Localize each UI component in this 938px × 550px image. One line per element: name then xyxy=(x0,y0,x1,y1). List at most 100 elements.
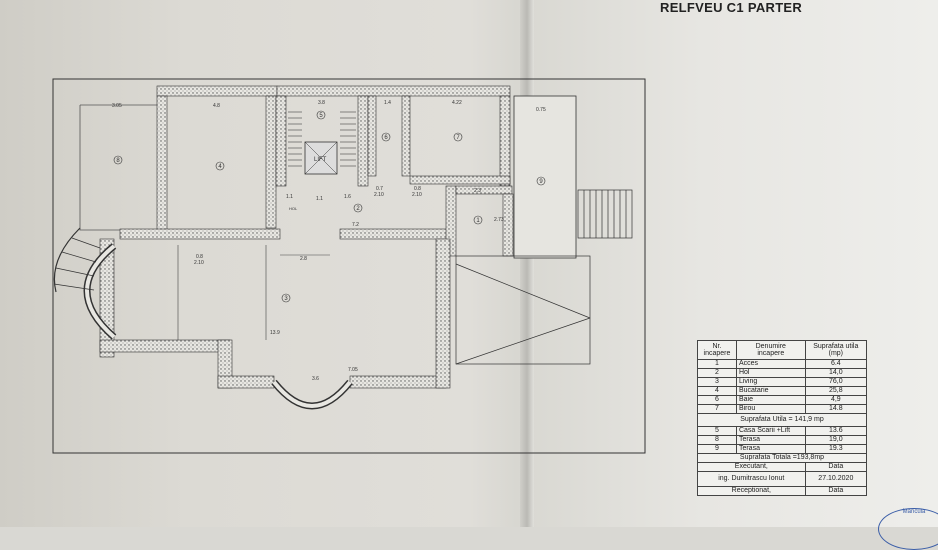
receptionat-label: Receptionat, xyxy=(697,486,806,496)
row-area: 4,9 xyxy=(804,395,868,405)
room-6-circle xyxy=(381,132,391,142)
room-2-circle xyxy=(353,203,363,213)
row-name: Bucatarie xyxy=(735,386,806,396)
dimension-labels: 3.05 4.8 3.8 1.4 4.22 0.75 1.1 1.1 1.6 0… xyxy=(112,100,546,382)
wall-hall-right xyxy=(339,228,456,240)
room-5-circle xyxy=(316,110,326,120)
wall-kitchen-left xyxy=(156,95,168,232)
wall-acces-top xyxy=(455,185,513,195)
wall-hall-left xyxy=(119,228,281,240)
wall-living-right xyxy=(435,238,451,389)
wall-bay-bottom-right xyxy=(349,375,447,389)
interior-staircase xyxy=(288,111,356,167)
row-area: 14.8 xyxy=(804,404,868,414)
header-denumire: Denumire incapere xyxy=(735,340,806,360)
subtotal-row: Suprafata Utila = 141,9 mp xyxy=(697,413,867,427)
lower-terrace xyxy=(455,255,591,365)
dim-label: 3.6 xyxy=(312,376,319,382)
date-value: 27.10.2020 xyxy=(804,471,868,487)
row-nr: 5 xyxy=(697,426,737,436)
area-table: Nr. incapere Denumire incapere Suprafata… xyxy=(697,340,868,496)
wall-top-left xyxy=(156,85,278,97)
row-name: Living xyxy=(735,377,806,387)
terrace-9 xyxy=(513,95,577,259)
wall-office-bottom xyxy=(409,175,511,185)
row-name: Acces xyxy=(735,359,806,369)
subtotal-text: Suprafata Utila = 141,9 mp xyxy=(697,413,867,427)
terrace-8-outline xyxy=(79,105,155,231)
room-markers: 8 4 5 6 7 9 2 1 3 xyxy=(113,110,546,303)
lift-label: LIFT xyxy=(314,157,327,163)
row-nr: 9 xyxy=(697,444,737,454)
room-6-number: 6 xyxy=(384,135,388,141)
room-8-circle xyxy=(113,155,123,165)
dim-label: 2.8 xyxy=(300,256,307,262)
wall-bath-left xyxy=(367,95,377,177)
plan-frame xyxy=(52,78,646,454)
row-name: Hol xyxy=(735,368,806,378)
dim-label: 2.10 xyxy=(374,192,384,198)
left-bay-glass xyxy=(85,244,116,339)
room-9-number: 9 xyxy=(539,179,543,185)
room-8-number: 8 xyxy=(116,158,120,164)
official-stamp: Mancula xyxy=(878,508,938,550)
floor-plan: 3.05 4.8 3.8 1.4 4.22 0.75 1.1 1.1 1.6 0… xyxy=(52,78,646,454)
dim-label: 1.4 xyxy=(384,100,391,106)
receptionat-row: Receptionat,Data xyxy=(697,486,868,496)
row-area: 76,0 xyxy=(804,377,868,387)
row-name: Terasa xyxy=(735,444,806,454)
dim-label: 3.8 xyxy=(318,100,325,106)
dim-label: 2.10 xyxy=(412,192,422,198)
room-1-circle xyxy=(473,215,483,225)
room-7-circle xyxy=(453,132,463,142)
header-nr: Nr. incapere xyxy=(697,340,737,360)
wall-bay-bottom-left xyxy=(217,375,275,389)
stamp-text: Mancula xyxy=(902,509,926,515)
table-header-row: Nr. incapere Denumire incapere Suprafata… xyxy=(697,340,868,360)
page-title: RELFVEU C1 PARTER xyxy=(660,0,803,15)
wall-living-bottom-left xyxy=(99,339,231,353)
wall-stair-right xyxy=(357,95,369,187)
engineer-name: ing. Dumitrascu Ionut xyxy=(697,471,806,487)
room-3-number: 3 xyxy=(284,296,288,302)
dim-label: 0.8 xyxy=(414,186,421,192)
room-7-number: 7 xyxy=(456,135,460,141)
row-area: 25,8 xyxy=(804,386,868,396)
lift-cross-b xyxy=(304,141,338,175)
row-nr: 4 xyxy=(697,386,737,396)
dim-label: 2.3 xyxy=(474,188,481,194)
row-area: 14,0 xyxy=(804,368,868,378)
row-nr: 8 xyxy=(697,435,737,445)
dim-label: 3.05 xyxy=(112,103,122,109)
dim-label: 0.7 xyxy=(376,186,383,192)
row-nr: 7 xyxy=(697,404,737,414)
room-3-circle xyxy=(281,293,291,303)
row-nr: 1 xyxy=(697,359,737,369)
row-nr: 3 xyxy=(697,377,737,387)
walls xyxy=(99,85,514,389)
data-label-2: Data xyxy=(804,486,868,496)
wall-kitchen-right xyxy=(265,95,277,229)
room-4-number: 4 xyxy=(218,164,222,170)
room-4-circle xyxy=(215,161,225,171)
wall-office-right xyxy=(499,95,511,187)
dim-label: 4.22 xyxy=(452,100,462,106)
row-name: Terasa xyxy=(735,435,806,445)
left-exterior-stairs xyxy=(53,227,101,293)
dim-label: 13.9 xyxy=(270,330,280,336)
row-nr: 6 xyxy=(697,395,737,405)
dim-label: 1.1 xyxy=(316,196,323,202)
dim-label: 0.75 xyxy=(536,107,546,113)
room-5-number: 5 xyxy=(319,113,323,119)
row-nr: 2 xyxy=(697,368,737,378)
dim-label: 4.8 xyxy=(213,103,220,109)
room-1-number: 1 xyxy=(476,218,480,224)
row-area: 13.6 xyxy=(804,426,868,436)
